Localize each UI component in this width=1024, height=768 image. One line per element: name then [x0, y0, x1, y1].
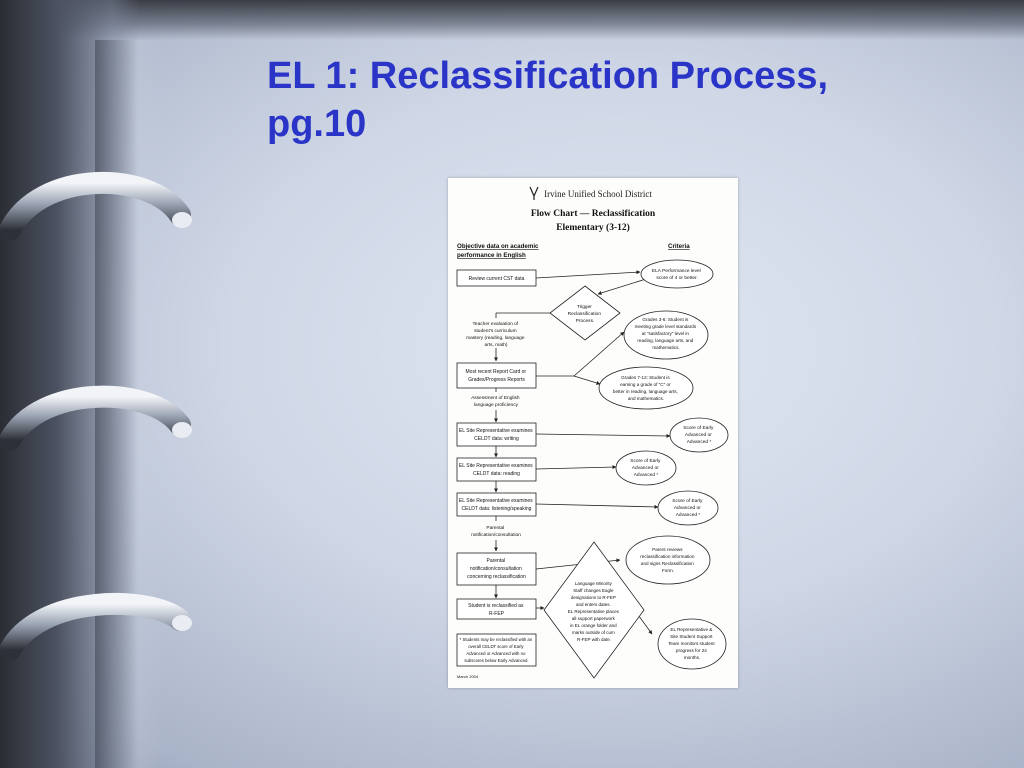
ellipse-grades-3-6-text: Grades 3-6: Student is meeting grade lev…	[635, 317, 698, 350]
criteria-header: Criteria	[668, 243, 690, 250]
box-celdt-writing-text: EL Site Representative examines CELDT da…	[459, 428, 534, 442]
slide-title-line-1: EL 1: Reclassification Process,	[267, 55, 829, 97]
ellipse-score-writing-text: Score of Early Advanced or Advanced *	[683, 425, 714, 445]
binder-top-shadow	[0, 0, 1024, 40]
box-review-cst: Review current CST data	[456, 269, 537, 287]
ellipse-support-team-text: EL Representative & Site Student Support…	[668, 627, 716, 660]
ellipse-parent-reviews-text: Parent reviews reclassification informat…	[640, 547, 695, 573]
ellipse-support-team: EL Representative & Site Student Support…	[657, 618, 727, 670]
diamond-trigger: Trigger Reclassification Process.	[549, 285, 621, 341]
flowchart-heading-line-1: Flow Chart — Reclassification	[531, 209, 656, 219]
box-parental-consultation: Parental notification/consultation conce…	[456, 552, 537, 586]
box-parental-consultation-text: Parental notification/consultation conce…	[467, 558, 526, 580]
document-date: March 2004	[457, 674, 479, 679]
box-reclassified-text: Student is reclassified as R-FEP	[468, 603, 525, 617]
box-celdt-listening-text: EL Site Representative examines CELDT da…	[459, 498, 534, 512]
ellipse-grades-7-12: Grades 7-12: Student is earning a grade …	[598, 366, 694, 410]
ellipse-score-reading: Score of Early Advanced or Advanced *	[615, 450, 677, 486]
box-celdt-listening: EL Site Representative examines CELDT da…	[456, 492, 537, 517]
ellipse-grades-7-12-text: Grades 7-12: Student is earning a grade …	[613, 375, 679, 401]
ellipse-ela-performance: ELA Performance level score of 4 or bett…	[640, 259, 714, 289]
district-logo-icon	[529, 186, 539, 200]
diamond-staff-changes: Language Minority Staff changes Eagle de…	[543, 541, 645, 679]
label-teacher-evaluation: Teacher evaluation of student's curricul…	[466, 321, 526, 348]
binder-ring-3	[0, 592, 192, 661]
diamond-trigger-text: Trigger Reclassification Process.	[568, 304, 603, 324]
left-column-header-line-1: Objective data on academic	[457, 243, 539, 250]
ellipse-score-listening-text: Score of Early Advanced or Advanced *	[672, 498, 703, 518]
ellipse-parent-reviews: Parent reviews reclassification informat…	[625, 535, 711, 585]
label-parental-notification: Parental notification/consultation	[471, 525, 521, 538]
flowchart-diagram: Irvine Unified School District Flow Char…	[456, 186, 729, 679]
box-report-card-text: Most recent Report Card or Grades/Progre…	[466, 369, 528, 383]
district-name: Irvine Unified School District	[544, 189, 652, 199]
diamond-staff-changes-text: Language Minority Staff changes Eagle de…	[568, 581, 620, 642]
slide-title: EL 1: Reclassification Process, pg.10	[267, 52, 987, 148]
box-report-card: Most recent Report Card or Grades/Progre…	[456, 362, 537, 389]
label-assessment: Assessment of English language proficien…	[471, 395, 521, 408]
box-celdt-reading: EL Site Representative examines CELDT da…	[456, 457, 537, 482]
left-column-header-line-2: performance in English	[457, 252, 526, 259]
ellipse-score-writing: Score of Early Advanced or Advanced *	[669, 417, 729, 453]
slide-title-line-2: pg.10	[267, 103, 367, 145]
binder-ring-1	[0, 172, 192, 241]
box-reclassified: Student is reclassified as R-FEP	[456, 598, 537, 620]
box-footnote: * Students may be reclassified with an o…	[456, 633, 537, 667]
flowchart-heading-line-2: Elementary (3-12)	[556, 222, 630, 233]
box-review-cst-text: Review current CST data	[469, 276, 525, 282]
box-footnote-text: * Students may be reclassified with an o…	[460, 637, 534, 663]
ellipse-ela-performance-text: ELA Performance level score of 4 or bett…	[652, 268, 702, 281]
flowchart-document: Irvine Unified School District Flow Char…	[448, 178, 738, 688]
ellipse-score-listening: Score of Early Advanced or Advanced *	[657, 490, 719, 526]
box-celdt-reading-text: EL Site Representative examines CELDT da…	[459, 463, 534, 477]
ellipse-grades-3-6: Grades 3-6: Student is meeting grade lev…	[623, 310, 709, 360]
binder-ring-2	[0, 385, 192, 451]
ellipse-score-reading-text: Score of Early Advanced or Advanced *	[630, 458, 661, 478]
box-celdt-writing: EL Site Representative examines CELDT da…	[456, 422, 537, 447]
